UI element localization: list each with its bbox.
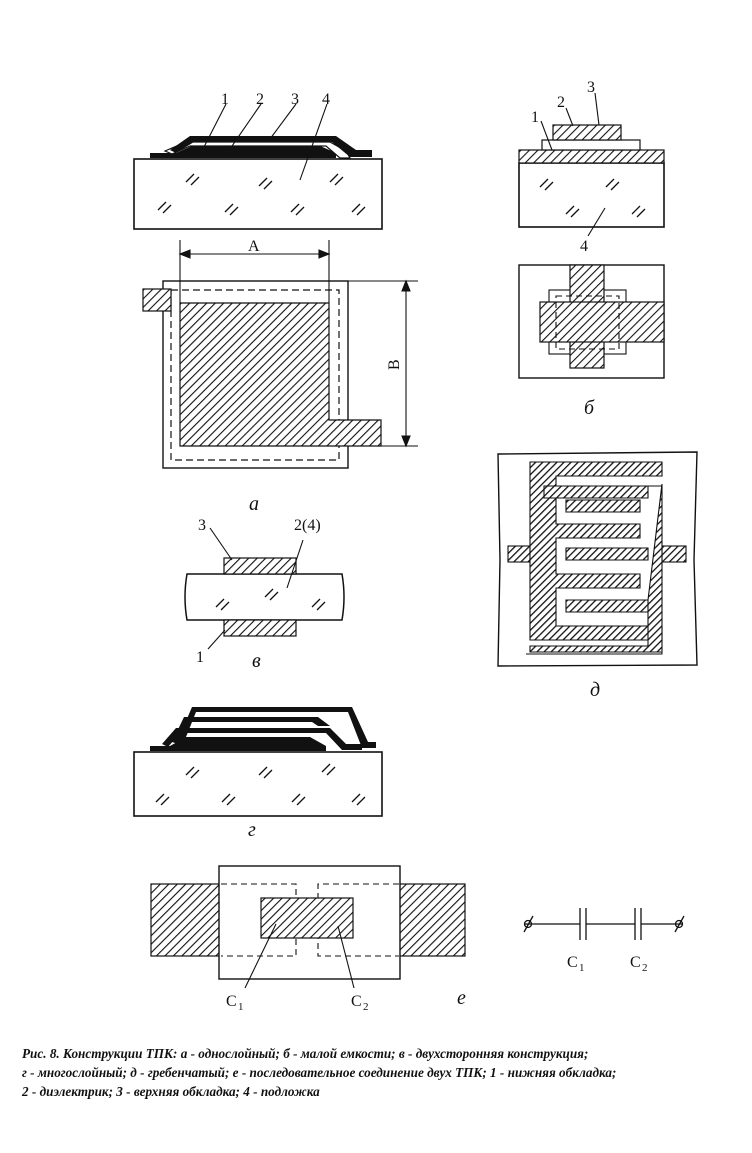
glass-marks — [539, 178, 646, 218]
label-a-4: 4 — [322, 91, 330, 108]
sublabel-g: г — [248, 819, 256, 841]
caption-line-3: 2 - диэлектрик; 3 - верхняя обкладка; 4 … — [22, 1084, 320, 1099]
leaders — [540, 92, 606, 237]
top-plate — [179, 302, 382, 447]
sublabel-v: в — [252, 650, 261, 672]
diagram-b-plan: б — [518, 264, 665, 419]
plate-1 — [150, 737, 326, 751]
diagram-b-section: 1 2 3 4 — [518, 79, 665, 255]
label-c2-sub: 2 — [363, 1001, 369, 1013]
label-c1-sub: 1 — [238, 1001, 244, 1013]
plate-4 — [178, 707, 376, 748]
glass-marks — [157, 173, 366, 216]
leaders — [244, 923, 355, 989]
label-b-4: 4 — [580, 238, 588, 255]
sublabel-d: д — [590, 679, 600, 701]
right-tab — [661, 545, 687, 563]
bottom-plate — [150, 145, 336, 158]
left-lead — [150, 883, 222, 957]
top-plate — [170, 136, 372, 157]
glass-marks — [155, 763, 366, 806]
label-a-2: 2 — [256, 91, 264, 108]
terminal-left-slash — [523, 915, 534, 933]
circuit-c1: C — [567, 954, 578, 971]
label-b-3: 3 — [587, 79, 595, 96]
top-plate — [552, 124, 622, 141]
bottom-plate — [223, 619, 297, 637]
dielectric — [541, 139, 641, 151]
bottom-plate-outline — [170, 289, 340, 461]
terminal-right — [674, 919, 684, 929]
right-lead — [398, 883, 466, 957]
terminal-right-slash — [674, 915, 685, 933]
label-v-3: 3 — [198, 517, 206, 534]
caption-line-1: Рис. 8. Конструкции ТПК: а - однослойный… — [22, 1046, 589, 1061]
substrate — [133, 751, 383, 817]
terminal-left — [523, 919, 533, 929]
dimension-b-label: B — [386, 359, 403, 370]
diagram-e: C 1 C 2 е — [150, 865, 466, 1013]
comb-right — [529, 483, 663, 653]
sublabel-e: е — [457, 987, 466, 1009]
circuit-c1-sub: 1 — [579, 962, 585, 974]
label-a-1: 1 — [221, 91, 229, 108]
label-b-2: 2 — [557, 94, 565, 111]
glass-marks — [215, 588, 326, 611]
leaders — [203, 103, 328, 181]
bottom-plate — [518, 149, 665, 164]
top-plate — [260, 897, 354, 939]
label-c2: C — [351, 993, 362, 1010]
diagram-g: г — [133, 707, 383, 841]
circuit-schematic: C 1 C 2 — [523, 908, 685, 974]
substrate — [184, 573, 345, 621]
substrate — [133, 158, 383, 230]
diagram-a-section: 1 2 3 4 — [133, 91, 383, 230]
bottom-plate-tab — [142, 288, 172, 312]
circuit-c2-sub: 2 — [642, 962, 648, 974]
caption-line-2: г - многослойный; д - гребенчатый; е - п… — [22, 1065, 617, 1080]
hidden-lines — [555, 295, 620, 350]
comb-outlines — [526, 485, 663, 655]
horizontal-plate — [539, 301, 665, 343]
label-a-3: 3 — [291, 91, 299, 108]
diagram-v: 3 2(4) 1 в — [184, 517, 345, 672]
label-v-1: 1 — [196, 649, 204, 666]
sublabel-b: б — [584, 397, 595, 419]
left-tab — [507, 545, 531, 563]
circuit-c2: C — [630, 954, 641, 971]
dimension-a-label: A — [248, 238, 260, 255]
diagram-d: д — [497, 451, 698, 701]
top-plate — [223, 557, 297, 575]
figure-caption: Рис. 8. Конструкции ТПК: а - однослойный… — [22, 1044, 744, 1101]
dimension-b — [329, 279, 418, 448]
diagram-a-plan: A B а — [142, 238, 418, 515]
leaders — [207, 527, 304, 650]
sublabel-a: а — [249, 493, 259, 515]
label-b-1: 1 — [531, 109, 539, 126]
substrate — [518, 162, 665, 228]
dimension-a — [178, 240, 331, 303]
label-c1: C — [226, 993, 237, 1010]
label-v-2-4: 2(4) — [294, 517, 321, 534]
